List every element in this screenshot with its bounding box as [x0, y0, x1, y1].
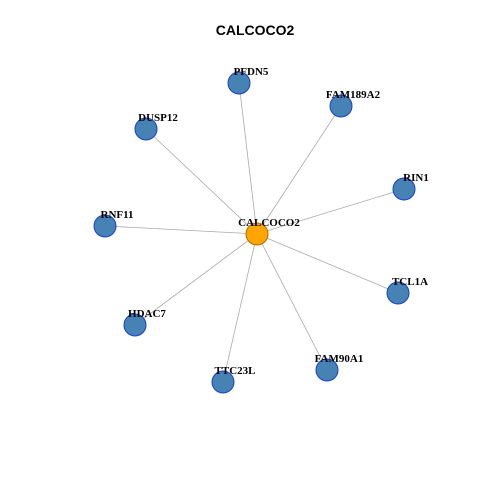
node-hdac7 [123, 313, 147, 337]
node-tcl1a [386, 281, 410, 305]
edge-calcoco2-rnf11 [104, 225, 258, 235]
node-label-ttc23l: TTC23L [215, 365, 256, 377]
edge-calcoco2-rin1 [256, 188, 405, 235]
edge-calcoco2-fam90a1 [256, 233, 328, 371]
node-calcoco2 [245, 222, 269, 246]
node-fam189a2 [329, 94, 353, 118]
node-label-dusp12: DUSP12 [138, 112, 178, 124]
edge-layer [104, 82, 405, 383]
edge-calcoco2-hdac7 [134, 233, 258, 326]
node-rin1 [392, 177, 416, 201]
node-label-calcoco2: CALCOCO2 [238, 217, 300, 229]
node-rnf11 [93, 214, 117, 238]
node-ttc23l [211, 370, 235, 394]
node-pfdn5 [227, 71, 251, 95]
node-dusp12 [134, 117, 158, 141]
node-label-rnf11: RNF11 [101, 209, 134, 221]
node-label-tcl1a: TCL1A [392, 276, 428, 288]
node-layer [93, 71, 416, 394]
edge-calcoco2-ttc23l [222, 233, 258, 383]
diagram-title: CALCOCO2 [216, 22, 295, 38]
edge-calcoco2-dusp12 [145, 128, 258, 235]
edge-calcoco2-fam189a2 [256, 105, 342, 235]
node-fam90a1 [315, 358, 339, 382]
edge-calcoco2-tcl1a [256, 233, 399, 294]
node-label-hdac7: HDAC7 [128, 308, 166, 320]
edge-calcoco2-pfdn5 [238, 82, 258, 235]
node-label-pfdn5: PFDN5 [234, 66, 269, 78]
node-label-fam189a2: FAM189A2 [326, 89, 381, 101]
node-label-rin1: RIN1 [403, 172, 429, 184]
node-label-fam90a1: FAM90A1 [315, 353, 364, 365]
label-layer: CALCOCO2 PFDN5FAM189A2DUSP12RIN1RNF11TCL1… [101, 66, 429, 377]
